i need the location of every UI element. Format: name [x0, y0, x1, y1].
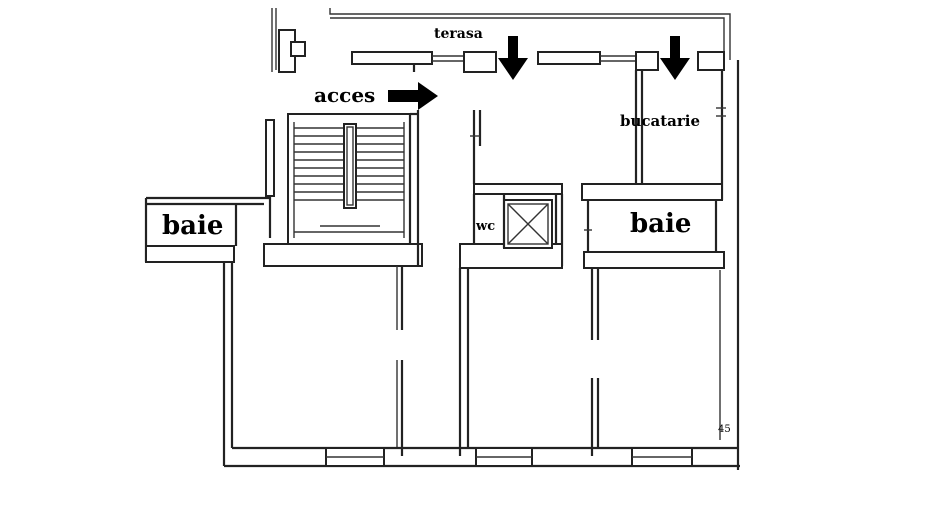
staircase [287, 113, 411, 245]
facade-top-wall [351, 51, 725, 73]
label-baie-left: baie [162, 211, 223, 241]
left-bath-block [144, 196, 270, 456]
terrace-arrow-left-icon [498, 36, 528, 80]
bottom-facade-wall [222, 446, 740, 468]
central-corridor-walls [396, 110, 564, 456]
terrace-arrow-right-icon [660, 36, 690, 80]
label-terasa: terasa [434, 26, 483, 42]
right-outer-wall [716, 60, 740, 470]
terrace-outline [271, 8, 731, 72]
wc-shaft [502, 194, 553, 249]
label-baie-right: baie [630, 209, 691, 239]
label-wc: wc [475, 219, 495, 234]
label-bucatarie: bucatarie [620, 112, 700, 130]
stair-surround-walls [263, 110, 423, 267]
entrance-arrow-icon [388, 82, 438, 110]
right-unit-walls [581, 70, 725, 456]
label-acces: acces [314, 83, 375, 107]
dimension-label: 45 [718, 424, 731, 435]
column-element [278, 29, 306, 73]
